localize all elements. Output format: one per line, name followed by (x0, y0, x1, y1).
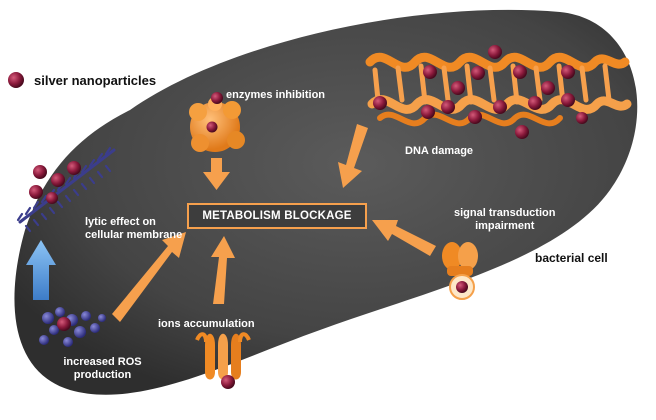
ion-channel-icon (195, 332, 251, 380)
arrow-from-ros (112, 232, 186, 322)
lytic-effect-line-2: cellular membrane (85, 229, 183, 241)
dna-nanoparticles (373, 45, 588, 139)
signal-receptor-icon (442, 242, 478, 300)
lytic-effect-label: lytic effect on cellular membrane (85, 216, 182, 242)
increased-ros-line-2: production (73, 369, 132, 381)
enzyme-icon (189, 97, 245, 152)
arrow-from-ions (211, 236, 235, 304)
ions-accumulation-label: ions accumulation (158, 318, 255, 330)
nanoparticle-icon (211, 92, 223, 104)
cell-membrane-icon (16, 146, 116, 233)
lytic-effect-line-1: lytic effect on (85, 216, 156, 228)
increased-ros-label: increased ROS production (55, 356, 150, 382)
effect-arrows (112, 124, 436, 322)
ion-nanoparticle-icon (221, 375, 235, 389)
signal-transduction-line-2: impairment (475, 220, 535, 232)
ros-molecules-icon (39, 307, 106, 347)
legend-nanoparticle-icon (8, 72, 24, 88)
arrow-from-signal (372, 220, 436, 256)
legend-label: silver nanoparticles (34, 73, 157, 88)
membrane-nanoparticles (29, 161, 81, 204)
membrane-lysis-arrow (26, 240, 56, 300)
signal-transduction-line-1: signal transduction (454, 207, 556, 219)
signal-transduction-label: signal transduction impairment (454, 207, 555, 233)
metabolism-blockage-label: METABOLISM BLOCKAGE (202, 210, 352, 222)
dna-damage-label: DNA damage (405, 145, 474, 157)
bacterial-cell-label: bacterial cell (535, 251, 608, 265)
arrow-from-dna (338, 124, 368, 188)
increased-ros-line-1: increased ROS (63, 356, 142, 368)
metabolism-blockage-box: METABOLISM BLOCKAGE (187, 203, 367, 229)
enzymes-inhibition-label: enzymes inhibition (226, 89, 326, 101)
arrow-from-enzymes (203, 158, 230, 190)
